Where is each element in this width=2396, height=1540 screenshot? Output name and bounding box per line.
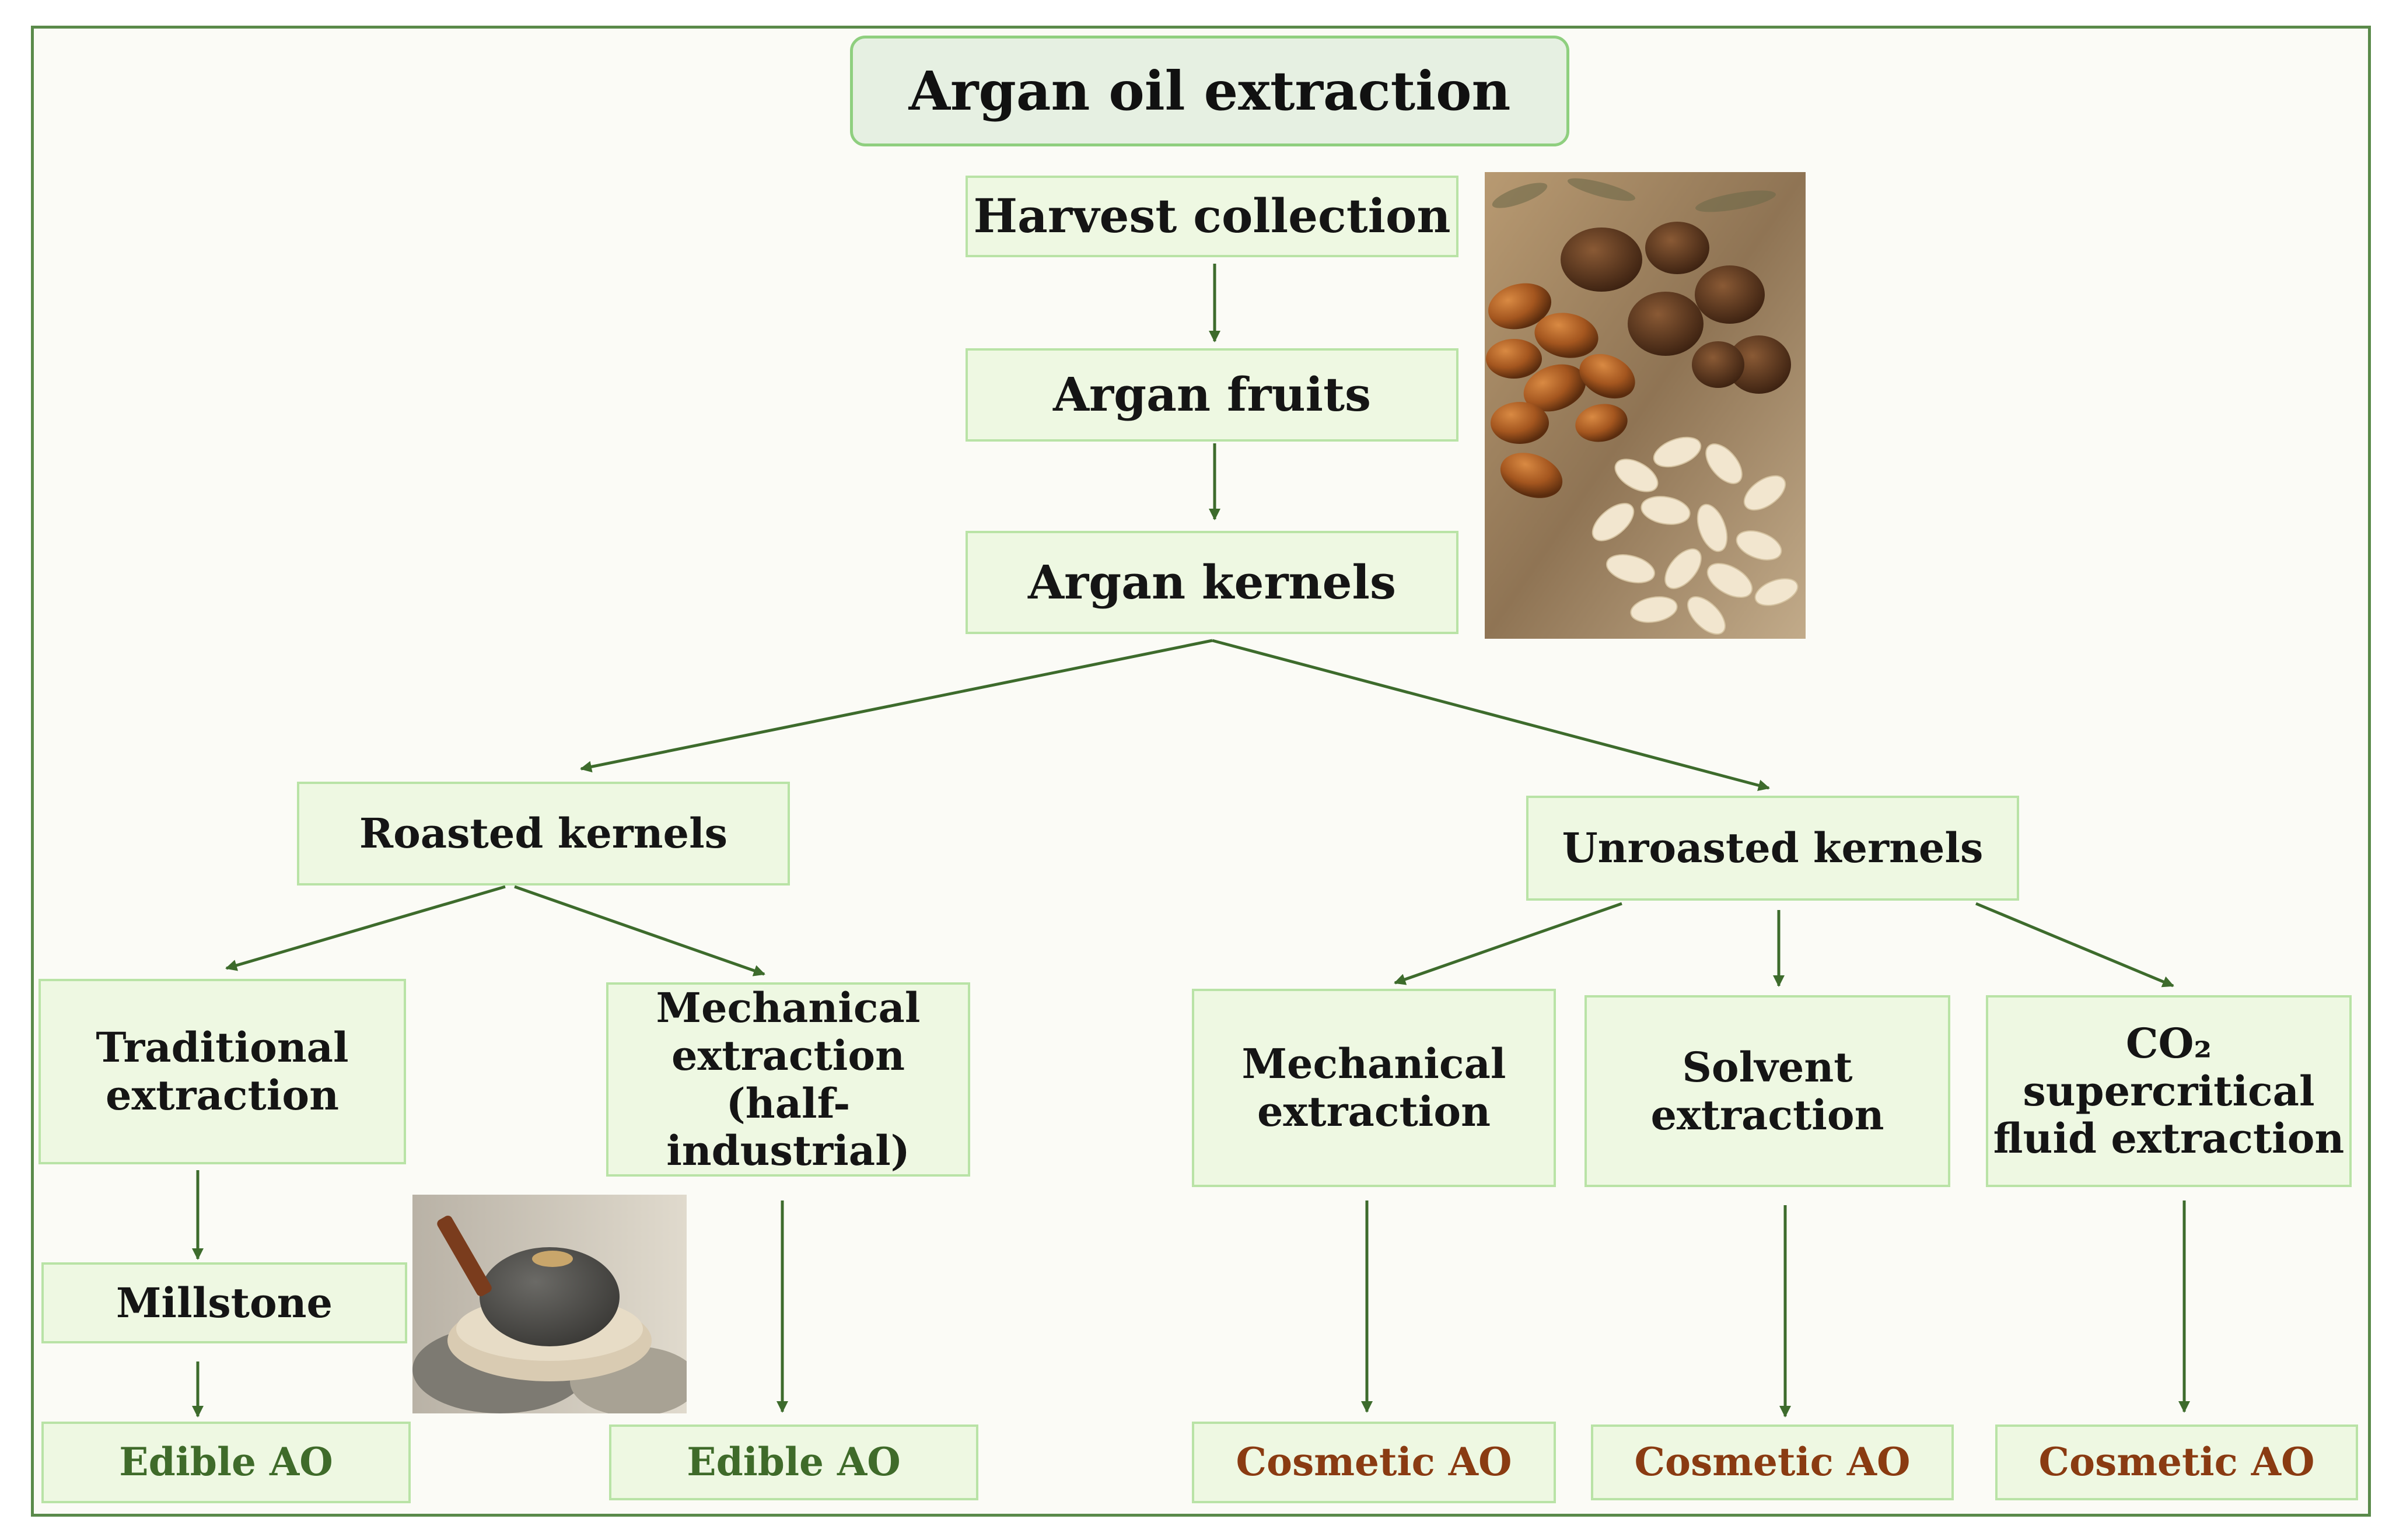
output-edible-1-label: Edible AO bbox=[119, 1439, 333, 1485]
arrow-kernels-unroasted bbox=[1212, 639, 1770, 792]
node-argan-fruits: Argan fruits bbox=[966, 348, 1458, 442]
arrow-roasted-mechhalf bbox=[514, 885, 765, 977]
node-argan-kernels: Argan kernels bbox=[966, 531, 1458, 634]
node-roasted-kernels: Roasted kernels bbox=[297, 782, 790, 886]
output-cosmetic-ao-1: Cosmetic AO bbox=[1192, 1422, 1556, 1503]
node-kernels-label: Argan kernels bbox=[1028, 554, 1396, 610]
output-edible-ao-1: Edible AO bbox=[41, 1422, 411, 1503]
node-traditional-label: Traditional extraction bbox=[96, 1023, 349, 1119]
node-millstone: Millstone bbox=[41, 1262, 407, 1343]
output-cosmetic-3-label: Cosmetic AO bbox=[2038, 1439, 2315, 1485]
node-millstone-label: Millstone bbox=[116, 1278, 333, 1327]
arrow-kernels-roasted bbox=[580, 639, 1213, 773]
node-harvest-collection: Harvest collection bbox=[966, 176, 1458, 257]
output-cosmetic-2-label: Cosmetic AO bbox=[1634, 1439, 1911, 1485]
node-unroasted-label: Unroasted kernels bbox=[1562, 824, 1984, 873]
node-traditional-extraction: Traditional extraction bbox=[39, 979, 406, 1164]
node-fruits-label: Argan fruits bbox=[1052, 367, 1372, 422]
output-cosmetic-1-label: Cosmetic AO bbox=[1236, 1439, 1512, 1485]
arrow-unroasted-mech bbox=[1394, 902, 1622, 985]
node-mech-label: Mechanical extraction bbox=[1241, 1040, 1506, 1136]
millstone-photo bbox=[412, 1195, 687, 1413]
argan-nuts-photo bbox=[1485, 172, 1806, 639]
node-solvent-extraction: Solvent extraction bbox=[1584, 995, 1950, 1187]
node-mechhalf-label: Mechanical extraction (half-industrial) bbox=[656, 983, 921, 1175]
node-roasted-label: Roasted kernels bbox=[359, 809, 728, 858]
node-unroasted-kernels: Unroasted kernels bbox=[1526, 796, 2019, 901]
node-co2-label: CO₂ supercritical fluid extraction bbox=[1993, 1019, 2345, 1163]
diagram-title: Argan oil extraction bbox=[850, 36, 1569, 146]
arrow-roasted-traditional bbox=[225, 885, 506, 971]
arrow-unroasted-co2 bbox=[1975, 902, 2174, 988]
output-edible-2-label: Edible AO bbox=[687, 1439, 901, 1485]
node-mechanical-extraction: Mechanical extraction bbox=[1192, 989, 1556, 1187]
node-solvent-label: Solvent extraction bbox=[1650, 1042, 1884, 1139]
output-edible-ao-2: Edible AO bbox=[609, 1424, 978, 1500]
output-cosmetic-ao-3: Cosmetic AO bbox=[1995, 1424, 2358, 1500]
output-cosmetic-ao-2: Cosmetic AO bbox=[1591, 1424, 1954, 1500]
node-harvest-label: Harvest collection bbox=[973, 188, 1451, 244]
node-co2-extraction: CO₂ supercritical fluid extraction bbox=[1986, 995, 2352, 1187]
node-mechanical-half-industrial: Mechanical extraction (half-industrial) bbox=[606, 982, 970, 1177]
